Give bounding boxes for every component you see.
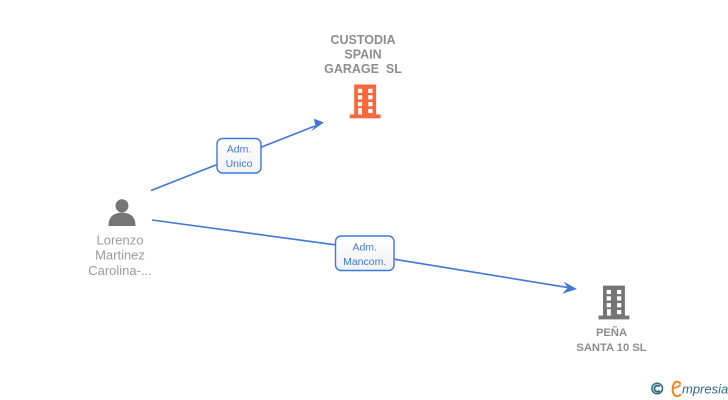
svg-text:Martinez: Martinez <box>95 248 145 263</box>
svg-text:Mancom.: Mancom. <box>343 256 386 268</box>
svg-text:Unico: Unico <box>226 158 253 170</box>
svg-text:Adm.: Adm. <box>227 144 252 156</box>
svg-text:SANTA 10 SL: SANTA 10 SL <box>576 342 646 354</box>
svg-text:Lorenzo: Lorenzo <box>97 233 144 248</box>
svg-text:Adm.: Adm. <box>352 241 377 253</box>
svg-text:GARAGE SL: GARAGE SL <box>324 62 402 76</box>
svg-text:SPAIN: SPAIN <box>344 48 381 62</box>
svg-text:mpresia: mpresia <box>682 381 728 396</box>
svg-text:PEÑA: PEÑA <box>596 326 627 339</box>
svg-text:CUSTODIA: CUSTODIA <box>330 33 395 47</box>
svg-text:Carolina-...: Carolina-... <box>88 263 152 278</box>
